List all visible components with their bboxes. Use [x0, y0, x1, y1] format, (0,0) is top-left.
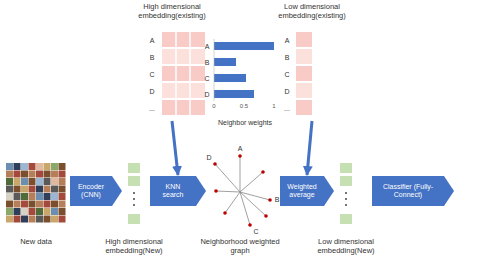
process-label: Encoder (CNN) [75, 183, 107, 199]
axis-tick: 1 [272, 103, 275, 109]
process-label: Classifier (Fully-Connect) [377, 183, 439, 199]
heading-text: New data [6, 238, 66, 247]
stage-label: New data [6, 238, 66, 247]
star-graph [215, 156, 270, 225]
embedding-group: Low dimensional embedding(existing) [267, 3, 357, 120]
heading-text: Neighborhood weighted graph [200, 238, 280, 255]
heading-text: Low dimensional embedding(existing) [267, 3, 357, 20]
heading-text: Low dimensional embedding(New) [310, 238, 382, 255]
chart-title: Neighbor weights [218, 119, 272, 126]
item-letter: C [204, 75, 209, 82]
item-letter: A [285, 36, 290, 43]
item-letter: D [284, 87, 289, 94]
graph-dots [213, 154, 272, 227]
item-letter: A [238, 145, 243, 152]
heading-text: High dimensional embedding(New) [98, 238, 170, 255]
process-arrow: Encoder (CNN) [70, 176, 122, 206]
item-letter: A [150, 36, 155, 43]
process-arrow: Weighted average [280, 176, 334, 206]
embedding-group: High dimensional embedding(existing) [127, 3, 217, 120]
embedding-cells [128, 163, 140, 224]
item-letter: D [149, 87, 154, 94]
stage-label: Low dimensional embedding(New) [310, 238, 382, 255]
embedding-cells [340, 163, 352, 224]
flow-arrow [172, 121, 178, 175]
item-letter: C [149, 70, 154, 77]
item-letter: C [284, 70, 289, 77]
embedding-cells [162, 32, 205, 115]
item-letter: ... [284, 104, 290, 111]
item-letter: B [150, 53, 155, 60]
item-letter: B [205, 59, 210, 66]
image-mosaic [6, 163, 66, 223]
item-letter: C [253, 228, 258, 235]
heading-text: High dimensional embedding(existing) [127, 3, 217, 20]
flow-arrow [307, 121, 312, 175]
item-letter: ... [149, 104, 155, 111]
item-letter: B [285, 53, 290, 60]
process-label: KNN search [155, 183, 191, 199]
axis-tick: 0.5 [240, 103, 248, 109]
process-arrow: KNN search [150, 176, 206, 206]
item-letter: D [204, 91, 209, 98]
stage-label: Neighborhood weighted graph [200, 238, 280, 255]
stage-label: High dimensional embedding(New) [98, 238, 170, 255]
embedding-cells [296, 32, 312, 115]
process-label: Weighted average [285, 183, 319, 199]
process-arrow: Classifier (Fully-Connect) [372, 176, 454, 206]
bar-chart [214, 39, 274, 101]
item-letter: A [205, 43, 210, 50]
axis-tick: 0 [212, 103, 215, 109]
item-letter: D [206, 154, 211, 161]
item-letter: B [275, 196, 280, 203]
